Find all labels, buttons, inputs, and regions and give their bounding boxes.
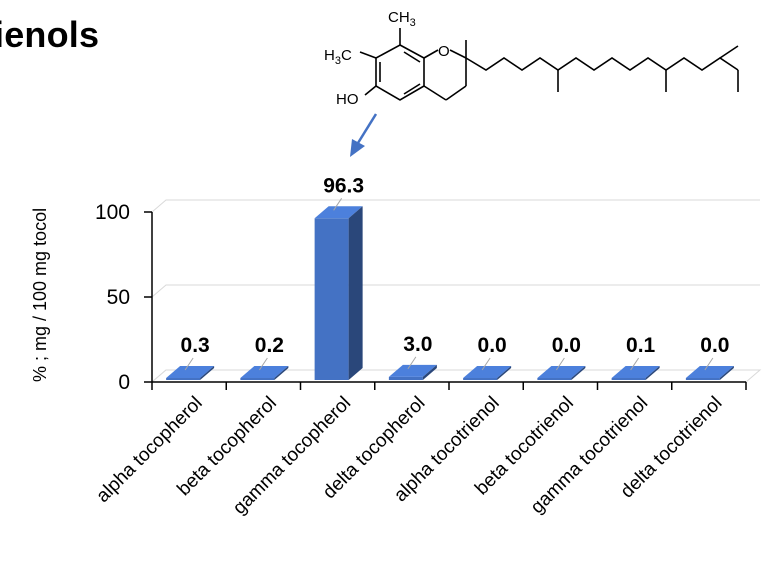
data-label: 0.3	[181, 334, 210, 357]
bar-top	[611, 366, 660, 378]
bar-side	[348, 206, 363, 380]
bar-front	[388, 376, 423, 380]
bar-top	[240, 366, 289, 378]
pointer-arrow	[350, 113, 378, 157]
bar-front	[537, 378, 572, 380]
aromatic-ring	[375, 44, 425, 101]
leader-line	[184, 357, 194, 371]
bar-beta-tocopherol	[240, 366, 289, 380]
bar-front	[463, 378, 498, 380]
y-tick-0: 0	[118, 371, 130, 394]
data-label: 0.0	[700, 334, 729, 357]
y-tick-100: 100	[95, 201, 130, 224]
bar-alpha-tocopherol	[166, 366, 215, 380]
leader-line	[555, 357, 565, 371]
bar-side	[274, 366, 289, 380]
mol-label-ch3: CH3	[388, 9, 416, 29]
bar-gamma-tocotrienol	[611, 366, 660, 380]
mol-label-o: O	[438, 43, 450, 60]
bar-delta-tocotrienol	[685, 366, 734, 380]
molecule-structure	[359, 28, 739, 101]
data-label: 96.3	[323, 174, 364, 197]
data-label: 0.2	[255, 334, 284, 357]
leader-line	[258, 357, 268, 371]
bar-side	[422, 364, 437, 380]
data-label: 0.0	[552, 334, 581, 357]
y-tick-50: 50	[107, 286, 130, 309]
data-labels: 0.3 0.2 96.3 3.0 0.0 0.0 0.1 0.0	[181, 174, 730, 357]
data-label: 3.0	[403, 333, 432, 356]
bar-top	[685, 366, 734, 378]
side-chain	[465, 57, 739, 71]
leader-line	[630, 357, 640, 371]
bar-gamma-tocopherol	[314, 206, 363, 380]
mol-label-h3c: H3C	[324, 47, 352, 67]
y-tick-labels: 0 50 100	[95, 201, 130, 394]
bar-front	[240, 378, 275, 380]
leader-line	[704, 357, 714, 371]
gridline-50	[151, 284, 760, 298]
data-label: 0.1	[626, 334, 656, 357]
grid	[150, 199, 762, 383]
axes	[144, 211, 747, 390]
bar-front	[166, 378, 201, 380]
bar-front	[685, 378, 720, 380]
y-axis-label: % ; mg / 100 mg tocol	[30, 208, 50, 382]
mol-label-ho: HO	[336, 91, 359, 108]
bar-top	[537, 366, 586, 378]
bars	[166, 206, 734, 380]
bar-front	[611, 378, 646, 380]
bar-side	[200, 366, 215, 380]
leader-line	[481, 357, 491, 371]
leader-line	[333, 198, 343, 211]
data-label: 0.0	[478, 334, 507, 357]
bar-top	[388, 364, 437, 377]
bar-top	[314, 206, 363, 219]
bar-alpha-tocotrienol	[463, 366, 512, 380]
bar-side	[497, 366, 512, 380]
gridline-100	[151, 199, 760, 213]
bar-front	[314, 218, 349, 380]
label-leaders	[184, 198, 714, 371]
leader-line	[407, 356, 417, 370]
bar-top	[463, 366, 512, 378]
chart-title: ienols	[0, 14, 100, 55]
bar-side	[645, 366, 660, 380]
bar-side	[719, 366, 734, 380]
bar-beta-tocotrienol	[537, 366, 586, 380]
bar-side	[571, 366, 586, 380]
bar-delta-tocopherol	[388, 364, 437, 380]
bar-top	[166, 366, 215, 378]
